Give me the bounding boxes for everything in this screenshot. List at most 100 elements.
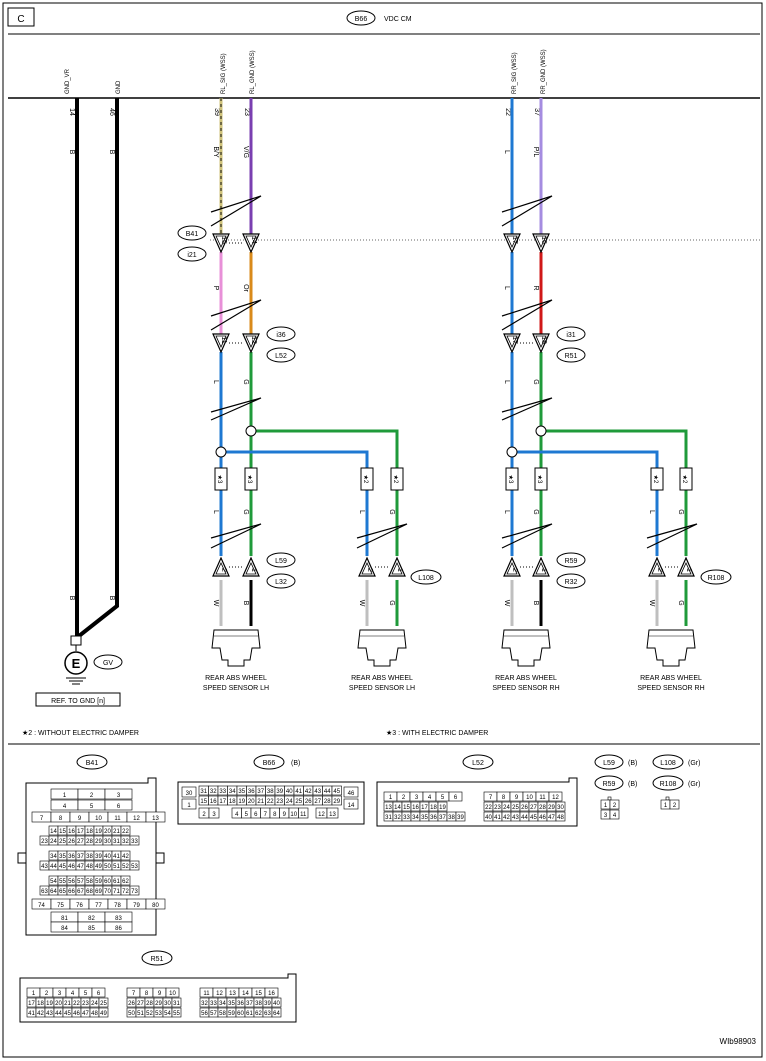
svg-text:26: 26: [68, 839, 75, 845]
tri-lh-i36-2: 12: [242, 333, 260, 354]
svg-text:40: 40: [485, 815, 492, 821]
svg-text:37: 37: [246, 1001, 253, 1007]
svg-text:25: 25: [59, 839, 66, 845]
svg-text:48: 48: [557, 815, 564, 821]
svg-text:43: 43: [512, 815, 519, 821]
svg-text:52: 52: [146, 1011, 153, 1017]
svg-text:18: 18: [430, 805, 437, 811]
star3-lh2: ★3: [246, 475, 253, 484]
tri-lh-b41-2-pin: 14: [250, 236, 257, 244]
svg-text:28: 28: [324, 799, 331, 805]
svg-text:33: 33: [210, 1001, 217, 1007]
svg-text:1: 1: [664, 803, 668, 809]
wc-lh-p: P: [212, 286, 219, 291]
tri-lh-l59-a: 2: [212, 556, 230, 577]
svg-text:44: 44: [324, 789, 331, 795]
svg-text:34: 34: [412, 815, 419, 821]
wire-color-gnd: B: [108, 150, 115, 155]
svg-text:57: 57: [77, 879, 84, 885]
tri-rh-i31-1: 17: [503, 333, 521, 354]
cv-r59-color: (B): [628, 781, 637, 788]
svg-text:33: 33: [131, 839, 138, 845]
svg-text:15: 15: [255, 991, 262, 997]
svg-text:14: 14: [394, 805, 401, 811]
svg-text:11: 11: [300, 812, 307, 818]
svg-text:40: 40: [104, 854, 111, 860]
cv-r59-label: R59: [603, 781, 616, 788]
svg-text:6: 6: [117, 804, 121, 810]
tri-lh-i36-1-pin: 11: [220, 336, 227, 343]
pin-label-rr-sig: RR_SIG (WSS): [512, 52, 518, 94]
svg-text:64: 64: [273, 1011, 280, 1017]
svg-text:19: 19: [95, 829, 102, 835]
svg-text:17: 17: [28, 1001, 35, 1007]
svg-text:35: 35: [228, 1001, 235, 1007]
svg-text:51: 51: [113, 864, 120, 870]
wc-lh-or: Or: [242, 284, 249, 292]
tri-lh-l59-a-pin: 2: [220, 568, 227, 572]
wc-rh-b: B: [532, 601, 539, 606]
wc-rh-w2: W: [648, 600, 655, 607]
conn-i31: i31: [566, 332, 575, 339]
svg-text:39: 39: [457, 815, 464, 821]
svg-text:21: 21: [113, 829, 120, 835]
svg-text:30: 30: [186, 791, 193, 797]
svg-text:45: 45: [64, 1011, 71, 1017]
svg-text:30: 30: [104, 839, 111, 845]
svg-text:1: 1: [389, 795, 393, 801]
svg-text:32: 32: [122, 839, 129, 845]
svg-text:36: 36: [430, 815, 437, 821]
svg-text:50: 50: [104, 864, 111, 870]
wc-lh-g3: G: [388, 509, 395, 514]
svg-text:60: 60: [104, 879, 111, 885]
tri-lh-i36-2-pin: 12: [250, 336, 257, 344]
svg-text:80: 80: [152, 903, 159, 909]
svg-text:32: 32: [394, 815, 401, 821]
svg-text:25: 25: [100, 1001, 107, 1007]
tri-lh-b41-1: 15: [212, 233, 230, 254]
svg-text:44: 44: [50, 864, 57, 870]
pin-num-rr-sig: 22: [504, 108, 511, 116]
svg-text:31: 31: [385, 815, 392, 821]
wc-rh-l2: L: [503, 510, 510, 514]
svg-text:61: 61: [246, 1011, 253, 1017]
tri-rh-b41-2: 16: [532, 233, 550, 254]
pin-label-gnd-vr: GND_VR: [65, 68, 71, 94]
svg-text:38: 38: [255, 1001, 262, 1007]
svg-text:29: 29: [548, 805, 555, 811]
tri-lh-b41-2: 14: [242, 233, 260, 254]
cv-l59-color: (B): [628, 760, 637, 767]
pin-label-rl-sig: RL_SIG (WSS): [221, 53, 227, 94]
svg-text:55: 55: [59, 879, 66, 885]
svg-text:8: 8: [273, 812, 277, 818]
svg-text:41: 41: [113, 854, 120, 860]
ground-symbol: [64, 651, 88, 675]
pin-num-gnd-vr: 14: [68, 108, 75, 116]
svg-text:59: 59: [95, 879, 102, 885]
svg-text:23: 23: [82, 1001, 89, 1007]
svg-text:2: 2: [613, 803, 617, 809]
tri-lh-l108-a-pin: 2: [366, 568, 373, 572]
wc-rl-gnd: V/G: [242, 146, 249, 158]
svg-text:20: 20: [104, 829, 111, 835]
conn-r108: R108: [708, 575, 725, 582]
tri-lh-l108-b: 1: [388, 556, 406, 577]
conn-b41: B41: [186, 231, 199, 238]
sensor-rh1-line2: SPEED SENSOR RH: [492, 685, 559, 692]
svg-text:18: 18: [86, 829, 93, 835]
svg-text:36: 36: [248, 789, 255, 795]
pin-num-gnd: 46: [108, 108, 115, 116]
wc-rh-l3: L: [648, 510, 655, 514]
svg-text:23: 23: [41, 839, 48, 845]
svg-text:43: 43: [46, 1011, 53, 1017]
svg-text:18: 18: [37, 1001, 44, 1007]
svg-text:3: 3: [604, 813, 608, 819]
svg-text:22: 22: [122, 829, 129, 835]
svg-text:52: 52: [122, 864, 129, 870]
svg-text:7: 7: [264, 812, 268, 818]
svg-text:19: 19: [238, 799, 245, 805]
wc-rr-sig: L: [503, 150, 510, 154]
svg-text:64: 64: [50, 889, 57, 895]
